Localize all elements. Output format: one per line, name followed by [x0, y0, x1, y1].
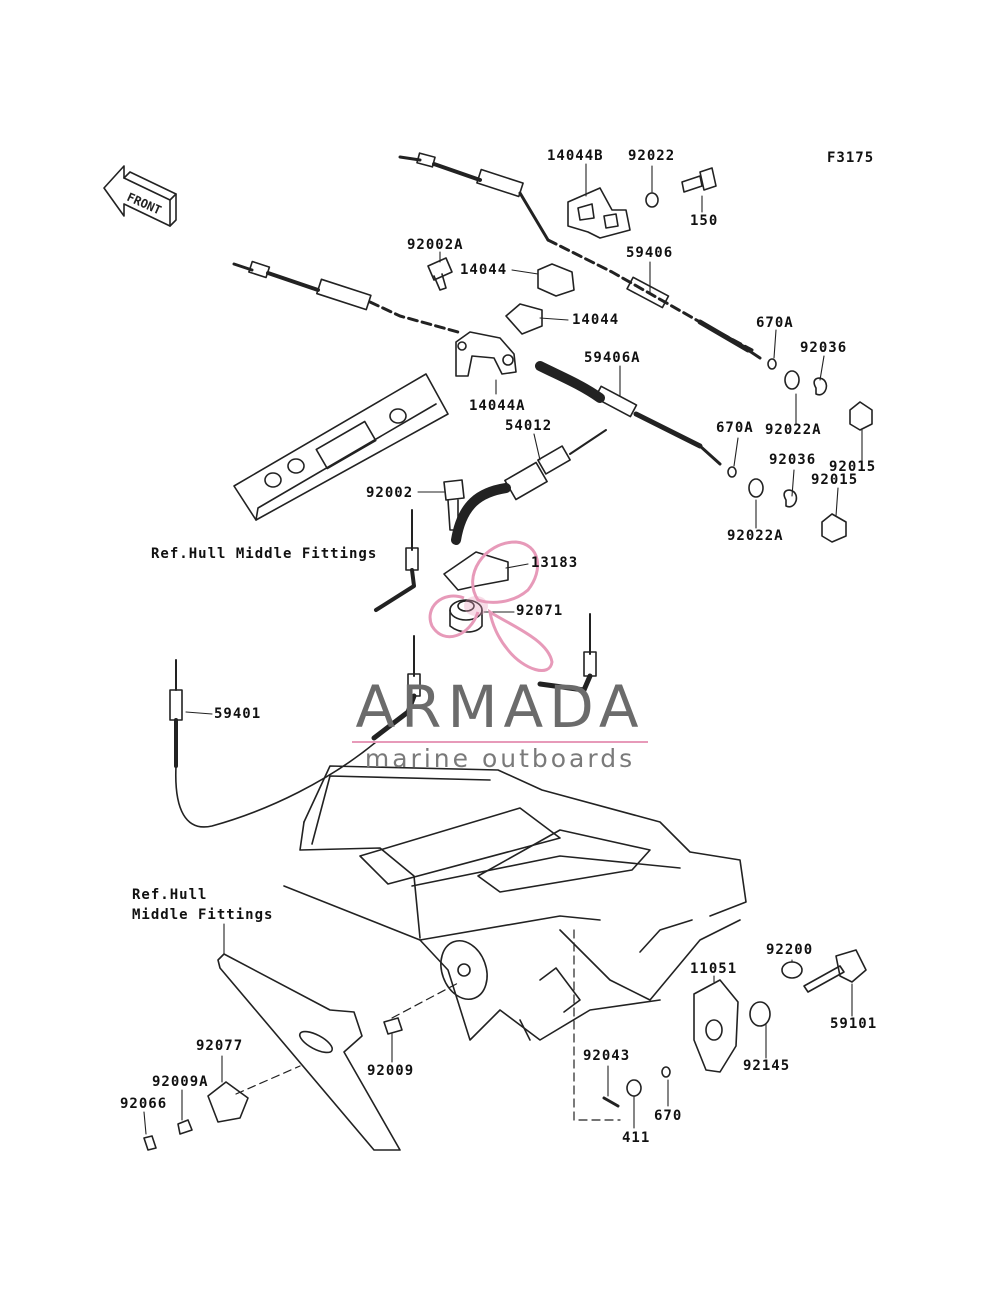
bracket-14044B: [567, 187, 631, 239]
part-label-92145: 92145: [743, 1058, 791, 1074]
part-label-411: 411: [622, 1130, 651, 1146]
oring-670A-lower: [727, 466, 737, 478]
choke-fitting-right: [537, 613, 597, 693]
clip-92066: [143, 1135, 157, 1151]
part-label-92015-lower: 92015: [811, 472, 859, 488]
part-label-92002: 92002: [366, 485, 414, 501]
choke-fitting-center: [371, 635, 421, 741]
oring-670: [661, 1066, 671, 1078]
part-label-92002A: 92002A: [407, 237, 464, 253]
nut-92015-upper: [849, 401, 873, 431]
part-label-54012: 54012: [505, 418, 553, 434]
part-label-92009A: 92009A: [152, 1074, 209, 1090]
bolt-92009: [383, 1017, 403, 1035]
hull-plate: [440, 940, 488, 1000]
part-label-92071: 92071: [516, 603, 564, 619]
part-label-14044A: 14044A: [469, 398, 526, 414]
choke-fitting-left: [374, 509, 419, 612]
part-label-14044-bottom: 14044: [572, 312, 620, 328]
watermark-subtitle: marine outboards: [364, 744, 636, 773]
part-label-14044-top: 14044: [460, 262, 508, 278]
bolt-92002A: [427, 257, 453, 291]
part-label-150: 150: [690, 213, 719, 229]
cable-59406: [398, 152, 762, 360]
part-label-14044B: 14044B: [547, 148, 604, 164]
part-label-670A-lower: 670A: [716, 420, 754, 436]
part-label-92200: 92200: [766, 942, 814, 958]
propeller-logo-icon: [428, 540, 554, 672]
part-label-11051: 11051: [690, 961, 738, 977]
cap-92077: [207, 1081, 249, 1123]
washer-92022: [645, 192, 659, 208]
part-label-92066: 92066: [120, 1096, 168, 1112]
part-label-59401: 59401: [214, 706, 262, 722]
cable-54012: [451, 429, 607, 545]
hull-body: [283, 765, 747, 1041]
clamp-14044-lower: [505, 303, 543, 335]
ring-92145: [749, 1001, 771, 1027]
bolt-150: [681, 167, 717, 193]
bracket-11051: [693, 979, 739, 1073]
knob-59101: [803, 949, 867, 993]
washer-92022A-upper: [784, 370, 800, 390]
washer-92022A-lower: [748, 478, 764, 498]
bracket-14044A: [455, 331, 517, 377]
washer-92200: [781, 961, 803, 979]
bolt-92002: [443, 479, 465, 531]
control-panel: [233, 373, 449, 521]
cable-59406A: [232, 260, 722, 466]
part-label-92043: 92043: [583, 1048, 631, 1064]
part-label-670: 670: [654, 1108, 683, 1124]
part-label-92036-lower: 92036: [769, 452, 817, 468]
part-label-92022A-lower: 92022A: [727, 528, 784, 544]
part-label-92009: 92009: [367, 1063, 415, 1079]
part-label-59406: 59406: [626, 245, 674, 261]
ref-label-lower-line1: Ref.Hull: [132, 887, 208, 903]
watermark-rule: [352, 741, 648, 743]
part-label-13183: 13183: [531, 555, 579, 571]
front-arrow-icon: FRONT: [103, 165, 177, 227]
figure-code: F3175: [827, 150, 875, 166]
nut-92071: [449, 599, 483, 633]
watermark-title: ARMADA: [355, 673, 645, 741]
ref-label-upper: Ref.Hull Middle Fittings: [151, 546, 378, 562]
ref-label-lower-line2: Middle Fittings: [132, 907, 274, 923]
pin-92043: [602, 1096, 620, 1108]
part-label-670A-upper: 670A: [756, 315, 794, 331]
side-plate: [217, 953, 401, 1151]
cable-59401: [169, 659, 377, 828]
ring-92036-lower: [783, 489, 798, 508]
part-label-59101: 59101: [830, 1016, 878, 1032]
part-label-92036-upper: 92036: [800, 340, 848, 356]
part-label-92077: 92077: [196, 1038, 244, 1054]
screw-92009A: [177, 1119, 193, 1135]
part-label-59406A: 59406A: [584, 350, 641, 366]
ring-92036-upper: [813, 377, 828, 396]
part-label-92022: 92022: [628, 148, 676, 164]
part-label-92022A-upper: 92022A: [765, 422, 822, 438]
bracket-13183: [443, 551, 509, 591]
part-label-92015-upper: 92015: [829, 459, 877, 475]
clamp-14044-upper: [537, 263, 575, 297]
nut-92015-lower: [821, 513, 847, 543]
oring-670A-upper: [767, 358, 777, 370]
washer-411: [626, 1079, 642, 1097]
